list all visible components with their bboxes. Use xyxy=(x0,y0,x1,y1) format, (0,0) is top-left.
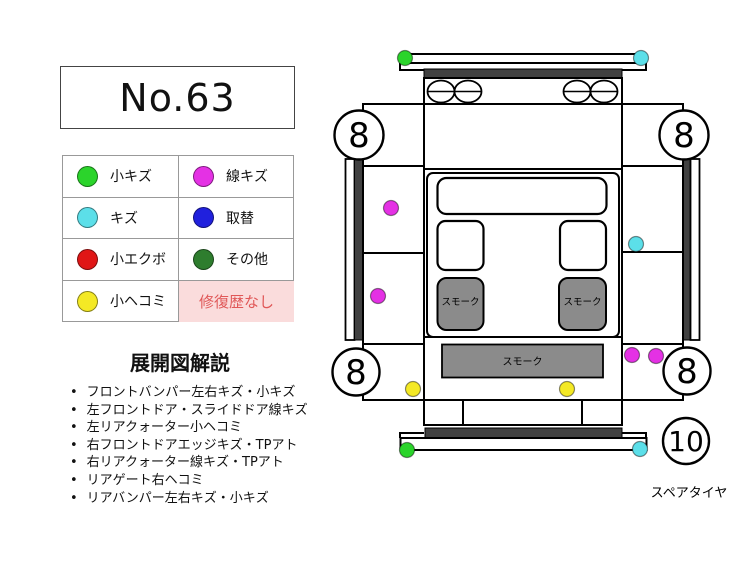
right-front-window xyxy=(558,219,608,272)
lot-number-box: No.63 xyxy=(60,66,295,129)
spare-tire-label: スペアタイヤ xyxy=(651,486,728,501)
lot-number: No.63 xyxy=(119,75,236,120)
legend-label: キズ xyxy=(110,210,138,227)
legend-item-other: その他 xyxy=(179,239,294,281)
tire-badge-rear-left: 8 xyxy=(331,347,381,397)
blue-dot-icon xyxy=(193,207,214,229)
legend-label: その他 xyxy=(226,252,268,269)
roof-panel: スモーク スモーク xyxy=(426,172,620,338)
yellow-dot-icon xyxy=(77,290,98,312)
damage-dot-magenta xyxy=(382,199,400,217)
tailgate-lower xyxy=(423,399,623,426)
note-text: 右フロントドアエッジキズ・TPアト xyxy=(86,437,298,453)
notes-heading: 展開図解説 xyxy=(130,351,230,375)
left-front-window xyxy=(436,219,485,272)
damage-dot-cyan xyxy=(631,440,649,458)
damage-dot-magenta xyxy=(623,346,641,364)
smoke-label: スモーク xyxy=(441,297,479,308)
green-dot-icon xyxy=(77,165,98,187)
damage-notes-list: • フロントバンパー左右キズ・小キズ • 左フロントドア・スライドドア線キズ • 左リ… xyxy=(70,384,340,507)
tire-value: 10 xyxy=(668,425,704,458)
no-repair-history-label: 修復歴なし xyxy=(198,292,274,311)
damage-dot-green xyxy=(396,49,414,67)
note-text: 右リアクォーター線キズ・TPアト xyxy=(86,455,284,471)
front-cowl-strip xyxy=(423,68,623,79)
legend-label: 取替 xyxy=(226,210,254,227)
note-text: リアバンパー左右キズ・小キズ xyxy=(86,490,269,506)
dark-green-dot-icon xyxy=(193,248,214,270)
tire-badge-front-right: 8 xyxy=(658,109,710,161)
smoke-label: スモーク xyxy=(503,356,543,368)
bullet-icon: • xyxy=(70,472,78,488)
damage-dot-yellow xyxy=(404,380,422,398)
bullet-icon: • xyxy=(70,402,78,418)
tire-badge-spare: 10 xyxy=(661,416,711,466)
legend-label: 小ヘコミ xyxy=(110,294,166,311)
list-item: • 左リアクォーター小ヘコミ xyxy=(70,419,340,437)
note-text: フロントバンパー左右キズ・小キズ xyxy=(86,385,296,400)
list-item: • 左フロントドア・スライドドア線キズ xyxy=(70,402,340,420)
damage-dot-magenta xyxy=(369,287,387,305)
legend-item-small-scratch: 小キズ xyxy=(63,156,179,198)
legend-item-replaced: 取替 xyxy=(179,198,294,239)
damage-dots-layer xyxy=(369,49,665,459)
no-repair-history-badge: 修復歴なし xyxy=(179,280,294,322)
bullet-icon: • xyxy=(70,455,78,471)
tire-badge-rear-right: 8 xyxy=(662,346,712,396)
rear-bumper xyxy=(399,432,648,451)
bullet-icon: • xyxy=(70,490,78,506)
windshield xyxy=(436,176,608,216)
left-smoke-window xyxy=(436,277,485,331)
note-text: 左フロントドア・スライドドア線キズ xyxy=(86,402,308,418)
smoke-label: スモーク xyxy=(563,297,601,308)
legend-label: 線キズ xyxy=(226,169,268,186)
damage-legend: 小キズ 線キズ キズ 取替 小エクボ その他 小ヘコミ 修復歴なし xyxy=(62,155,294,322)
list-item: • 右フロントドアエッジキズ・TPアト xyxy=(70,437,340,455)
front-bumper xyxy=(399,53,647,71)
headlight-panel xyxy=(423,77,623,106)
rear-smoke-window xyxy=(441,343,604,379)
legend-item-line-scratch: 線キズ xyxy=(179,156,294,198)
legend-label: 小エクボ xyxy=(110,252,166,269)
list-item: • 右リアクォーター線キズ・TPアト xyxy=(70,454,340,472)
bullet-icon: • xyxy=(70,420,78,436)
rear-window-panel: スモーク xyxy=(441,343,604,379)
legend-item-scratch: キズ xyxy=(63,197,179,239)
magenta-dot-icon xyxy=(193,165,214,187)
damage-dot-magenta xyxy=(647,347,665,365)
damage-dot-green xyxy=(398,441,416,459)
legend-label: 小キズ xyxy=(110,169,152,186)
note-text: 左リアクォーター小ヘコミ xyxy=(86,420,243,436)
tire-badge-front-left: 8 xyxy=(333,109,385,161)
tire-value: 8 xyxy=(348,116,370,156)
note-text: リアゲート右ヘコミ xyxy=(86,472,204,488)
tire-value: 8 xyxy=(676,352,698,392)
rear-cowl-strip xyxy=(424,427,623,439)
bullet-icon: • xyxy=(70,385,78,400)
damage-dot-yellow xyxy=(558,380,576,398)
tire-value: 8 xyxy=(673,116,695,156)
legend-item-small-dimple: 小エクボ xyxy=(63,239,179,281)
legend-item-small-dent: 小ヘコミ xyxy=(63,280,179,322)
list-item: • リアバンパー左右キズ・小キズ xyxy=(70,490,340,508)
red-dot-icon xyxy=(77,248,98,270)
cyan-dot-icon xyxy=(77,207,98,229)
bullet-icon: • xyxy=(70,437,78,453)
damage-dot-cyan xyxy=(632,49,650,67)
right-smoke-window xyxy=(558,277,607,331)
list-item: • リアゲート右ヘコミ xyxy=(70,472,340,490)
tire-value: 8 xyxy=(345,353,367,393)
right-rocker-strip xyxy=(683,158,701,341)
list-item: • フロントバンパー左右キズ・小キズ xyxy=(70,384,340,402)
damage-dot-cyan xyxy=(627,235,645,253)
left-rocker-strip xyxy=(344,158,363,341)
